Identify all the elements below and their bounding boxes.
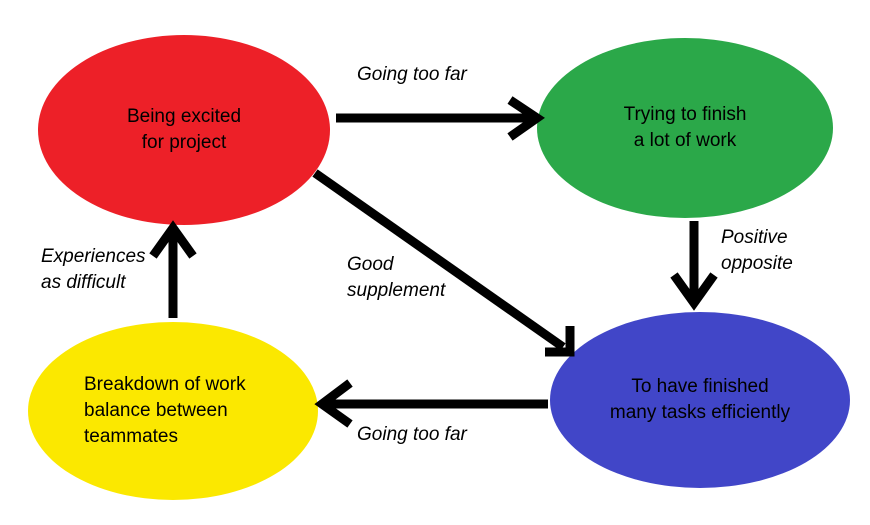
edge-label-trying-to-finished: Positive opposite — [721, 225, 793, 277]
edge-label-line: Experiences — [41, 246, 146, 267]
edge-label-excited-to-finished: Good supplement — [347, 252, 445, 304]
edge-label-line: opposite — [721, 253, 793, 274]
node-shape-being-excited[interactable] — [38, 35, 330, 225]
arrow-excited-to-finished[interactable] — [312, 169, 575, 357]
node-shape-breakdown-of-work[interactable] — [28, 322, 318, 500]
arrow-excited-to-trying[interactable] — [336, 96, 545, 141]
arrow-finished-to-breakdown[interactable] — [314, 379, 548, 428]
edge-label-excited-to-trying: Going too far — [357, 62, 467, 88]
arrow-breakdown-to-excited[interactable] — [149, 220, 197, 318]
node-shape-trying-to-finish[interactable] — [537, 38, 833, 218]
edge-label-breakdown-to-excited: Experiences as difficult — [41, 244, 146, 296]
arrow-trying-to-finished[interactable] — [670, 221, 718, 311]
edge-label-line: Good — [347, 254, 394, 275]
edge-label-line: Going too far — [357, 424, 467, 445]
edge-label-finished-to-breakdown: Going too far — [357, 422, 467, 448]
node-shape-finished-many-tasks[interactable] — [550, 312, 850, 488]
edge-label-line: Positive — [721, 227, 788, 248]
edge-label-line: Going too far — [357, 64, 467, 85]
edge-label-line: supplement — [347, 280, 446, 301]
edge-label-line: as difficult — [41, 272, 126, 293]
